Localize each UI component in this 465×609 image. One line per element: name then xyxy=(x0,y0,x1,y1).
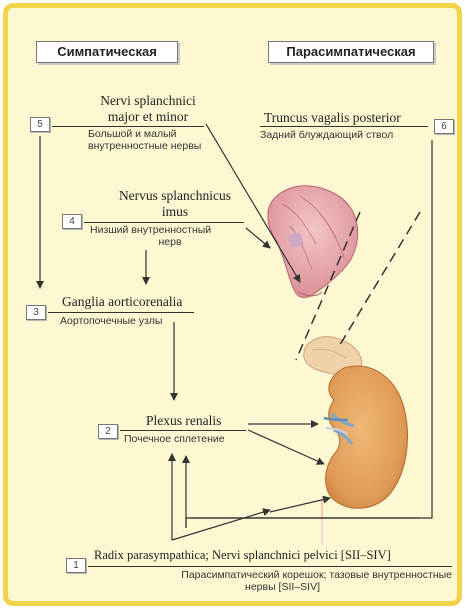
kidney-illustration xyxy=(324,366,407,508)
item-2-latin: Plexus renalis xyxy=(146,413,256,428)
item-2-rule xyxy=(120,430,246,431)
item-6-rule xyxy=(260,126,428,127)
item-1-russian-line2: нервы [SII–SIV] xyxy=(100,581,320,593)
item-4-latin-line1: Nervus splanchnicus xyxy=(100,188,250,203)
item-5-latin-line1: Nervi splanchnici xyxy=(88,93,208,108)
item-4-rule xyxy=(84,222,244,223)
item-6-number: 6 xyxy=(434,119,454,134)
item-3-rule xyxy=(48,312,194,313)
item-6-russian: Задний блуждающий ствол xyxy=(260,129,435,141)
item-1-latin: Radix parasympathica; Nervi splanchnici … xyxy=(94,548,456,563)
item-4-latin-line2: imus xyxy=(100,204,250,219)
item-6-latin: Truncus vagalis posterior xyxy=(264,110,434,125)
item-1-rule xyxy=(88,566,452,567)
item-1-russian-line1: Парасимпатический корешок; тазовые внутр… xyxy=(100,569,452,581)
line-1-right xyxy=(186,518,420,528)
item-3-number: 3 xyxy=(26,305,46,320)
item-2-number: 2 xyxy=(98,424,118,439)
header-sympathetic: Симпатическая xyxy=(36,41,178,63)
item-5-russian-line1: Большой и малый xyxy=(88,128,228,140)
item-5-russian-line2: внутренностные нервы xyxy=(88,140,228,152)
stomach-illustration xyxy=(268,186,358,298)
item-1-number: 1 xyxy=(66,558,86,573)
item-4-russian-line2: нерв xyxy=(90,236,250,248)
item-5-rule xyxy=(52,126,204,127)
item-5-latin-line2: major et minor xyxy=(88,109,208,124)
item-3-russian: Аортопочечные узлы xyxy=(60,315,210,327)
item-3-latin: Ganglia aorticorenalia xyxy=(62,294,232,309)
header-parasympathetic: Парасимпатическая xyxy=(268,41,434,63)
arrow-to-kidney-bottom xyxy=(270,498,330,512)
item-5-number: 5 xyxy=(30,117,50,132)
item-4-russian-line1: Низший внутренностный xyxy=(90,224,250,236)
item-4-number: 4 xyxy=(62,214,82,229)
item-2-russian: Почечное сплетение xyxy=(124,433,254,445)
arrow-1-to-kidney xyxy=(172,510,270,540)
arrow-2-to-kidney-b xyxy=(248,430,324,464)
